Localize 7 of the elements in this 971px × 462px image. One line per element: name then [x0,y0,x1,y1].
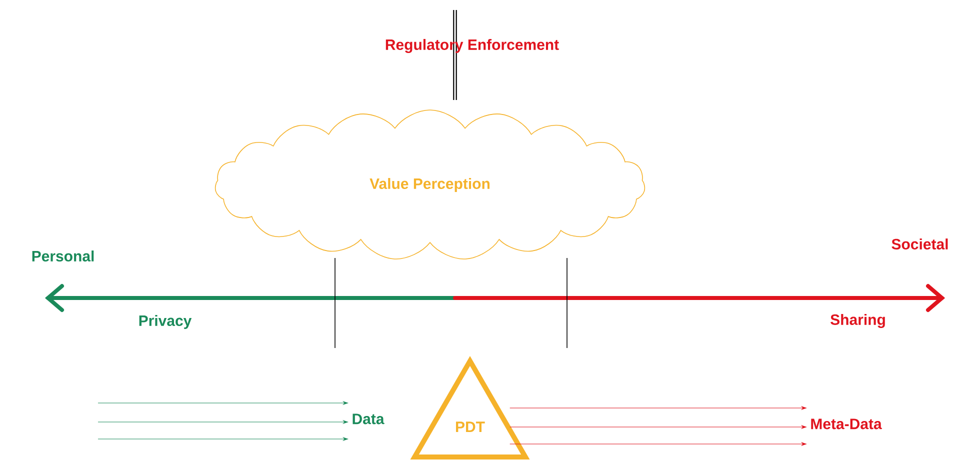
axis-label: Personal [32,250,94,262]
cloud: Value Perception [214,110,646,260]
axis-label: Sharing [830,314,885,328]
flow-label: Data [352,414,384,424]
flow-label: Meta-Data [811,418,882,430]
axis-label: Societal [892,238,948,250]
axis-label: Privacy [139,315,192,329]
